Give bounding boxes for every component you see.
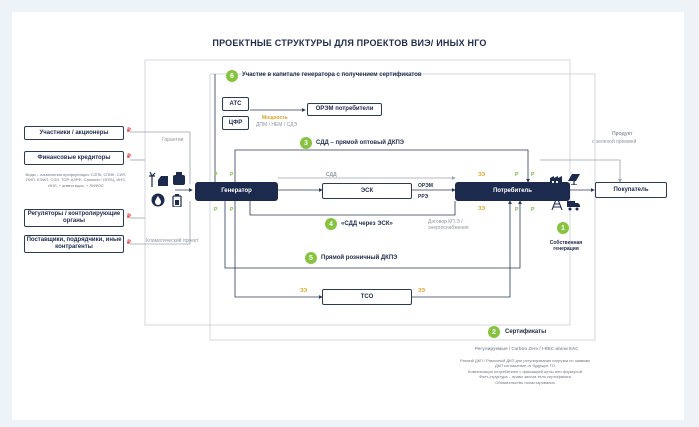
diagram-page: [12, 12, 684, 420]
regulators-box: Регуляторы / контролирующие органы: [24, 209, 124, 227]
tower-icon: [550, 196, 564, 215]
rub-mark: ₽: [127, 214, 131, 220]
wind-solar-icon: [149, 171, 171, 193]
rub-mark: ₽: [127, 154, 131, 160]
step-badge-2: 2: [488, 326, 500, 338]
droplet-icon: [151, 193, 165, 212]
tso-box: ТСО: [322, 289, 412, 305]
line-tso-consumer: [412, 200, 512, 298]
step-3-label: СДД – прямой оптовый ДКПЭ: [316, 140, 405, 146]
outer-frame: [144, 59, 571, 326]
rre-label: РРЭ: [418, 194, 429, 200]
own-gen-label: Собственная генерация: [549, 240, 583, 253]
consumer-box: Потребитель: [455, 182, 570, 201]
step-badge-3: 3: [300, 137, 312, 149]
esk-box: ЭСК: [322, 183, 412, 199]
p-mark: P: [230, 172, 234, 178]
solar-panel-icon: [567, 172, 581, 190]
line-retail: [224, 200, 522, 269]
product-sub-label: с зеленой премией: [592, 139, 637, 145]
notes-text: Разный ДКП / Рамочный ДКП для регулирова…: [460, 358, 590, 385]
certificates-frame: [209, 73, 596, 341]
p-mark: P: [230, 207, 234, 213]
capacity-label: Мощность: [262, 115, 288, 121]
line-sdd-via-esk: [249, 201, 456, 216]
capacity-sub-label: ДПМ / НЕМ / СДЭ: [256, 122, 298, 128]
line-product: [540, 159, 622, 183]
buyer-box: Покупатель: [595, 182, 667, 198]
line-guarantees: [130, 131, 191, 184]
cfr-box: ЦФР: [222, 116, 249, 130]
esk-contract-label: Договор КП.Э / энергоснабжения: [428, 219, 469, 232]
step-badge-6: 6: [226, 70, 238, 82]
creditors-box: Финансовые кредиторы: [24, 151, 124, 165]
rub-mark: ₽: [127, 128, 131, 134]
orem-consumer-box: ОРЭМ потребители: [307, 103, 382, 116]
battery-icon: [172, 194, 182, 212]
sdd-label: СДД: [326, 172, 337, 178]
generator-box: Генератор: [195, 182, 278, 201]
measures-text: Виды – начисления преференции: СЗПК, СПИ…: [25, 172, 127, 188]
p-mark: P: [531, 172, 535, 178]
p-mark: P: [515, 172, 519, 178]
line-gen-tso: [234, 201, 323, 299]
guarantees-label: Гарантии: [162, 137, 184, 143]
diagram-title: ПРОЕКТНЫЕ СТРУКТУРЫ ДЛЯ ПРОЕКТОВ ВИЭ/ ИН…: [212, 38, 487, 48]
step-6-label: Участие в капитале генератора с получени…: [242, 72, 422, 78]
ats-box: АТС: [222, 97, 249, 111]
suppliers-box: Поставщики, подрядчики, иные контрагенты: [24, 235, 124, 253]
p-mark: P: [531, 207, 535, 213]
line-sdd-wholesale: [234, 149, 530, 184]
orem-label: ОРЭМ: [418, 183, 433, 189]
truck-icon: [567, 198, 581, 216]
climate-project-label: Климатический проект: [146, 238, 199, 244]
step-badge-5: 5: [305, 252, 317, 264]
factory-icon: [550, 172, 564, 190]
step-5-label: Прямой розничный ДКПЭ: [321, 255, 398, 261]
ee-mark: ЭЭ: [478, 172, 486, 178]
step-2-label: Сертификаты: [505, 329, 547, 335]
p-mark: P: [515, 207, 519, 213]
step-4-label: «СДД через ЭСК»: [341, 221, 393, 227]
step-badge-1: 1: [557, 222, 569, 234]
p-mark: P: [214, 172, 218, 178]
participants-box: Участники / акционеры: [24, 126, 124, 140]
p-mark: P: [214, 207, 218, 213]
ee-mark: ЭЭ: [478, 206, 486, 212]
rub-mark: ₽: [127, 240, 131, 246]
step-badge-4: 4: [325, 218, 337, 230]
ee-mark: ЭЭ: [418, 288, 426, 294]
ee-mark: ЭЭ: [300, 288, 308, 294]
product-label: Продукт: [612, 131, 633, 137]
line-suppliers: [130, 201, 191, 245]
reg-line-label: Регулируемые / Carbon Zero / I-REC и/или…: [475, 346, 579, 351]
hydro-icon: [172, 172, 186, 191]
